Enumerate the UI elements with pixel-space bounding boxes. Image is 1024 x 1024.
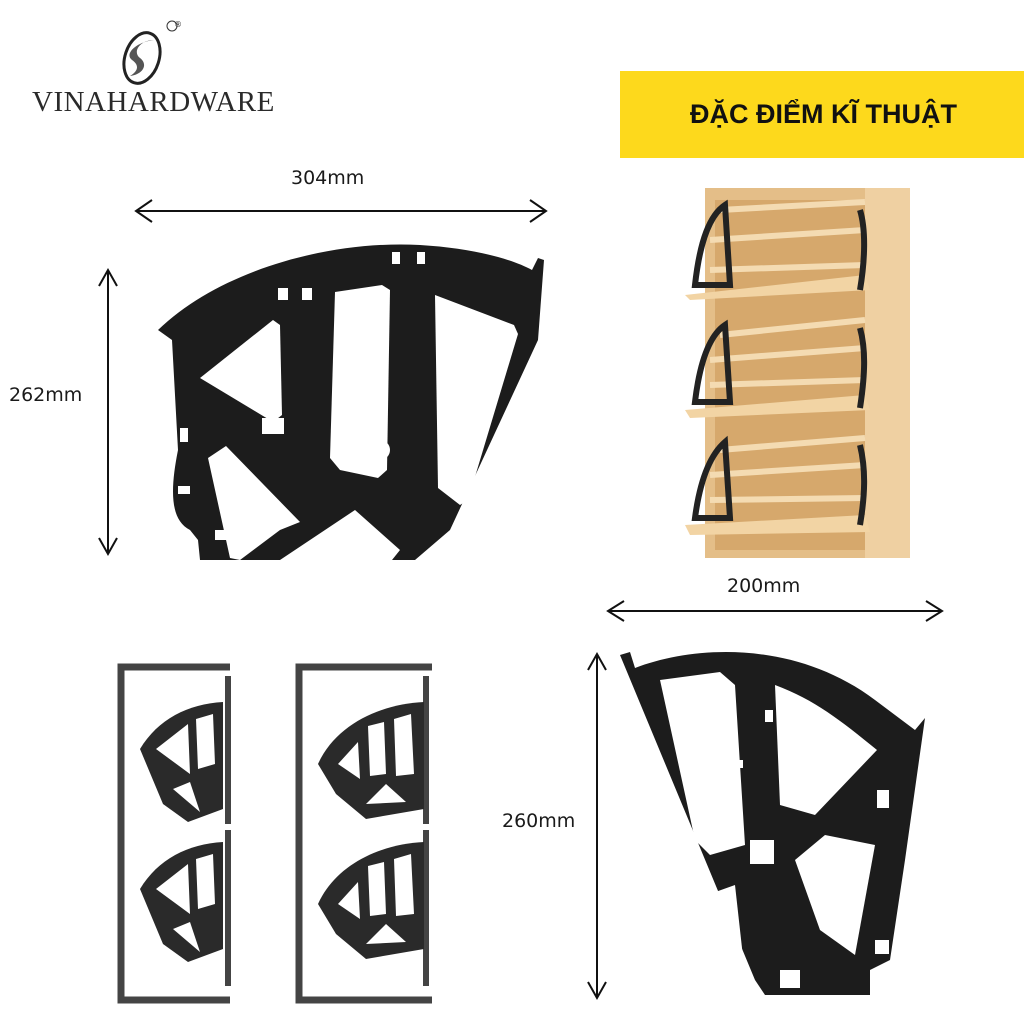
drawer-tier-2 [685,317,870,418]
small-bracket-height-label: 260mm [502,810,576,832]
bracket-mini-icon [140,702,223,822]
large-bracket-image [158,244,544,560]
spec-banner: ĐẶC ĐIỂM KĨ THUẬT [620,71,1024,158]
drawer-tier-3 [685,435,870,535]
width-dimension-arrow-icon [134,199,548,223]
height-dimension-arrow-icon [587,651,607,1001]
bracket-mini-icon [318,702,424,819]
bracket-mini-icon [318,842,424,959]
height-dimension-arrow-icon [98,267,118,557]
install-diagram-small-brackets [117,663,231,1004]
banner-title: ĐẶC ĐIỂM KĨ THUẬT [690,99,957,129]
large-bracket-height-label: 262mm [9,384,83,406]
small-bracket-width-label: 200mm [727,575,801,597]
large-bracket-width-label: 304mm [291,167,365,189]
bracket-mini-icon [140,842,223,962]
drawer-tier-1 [685,199,870,300]
brand-name: VINAHARDWARE [32,86,275,118]
install-diagram-large-brackets [295,663,432,1004]
small-bracket-image [620,652,925,995]
brand-logo-icon [118,18,178,90]
shoe-cabinet-photo [685,188,910,558]
width-dimension-arrow-icon [606,600,944,622]
registered-mark: ® [174,20,182,29]
